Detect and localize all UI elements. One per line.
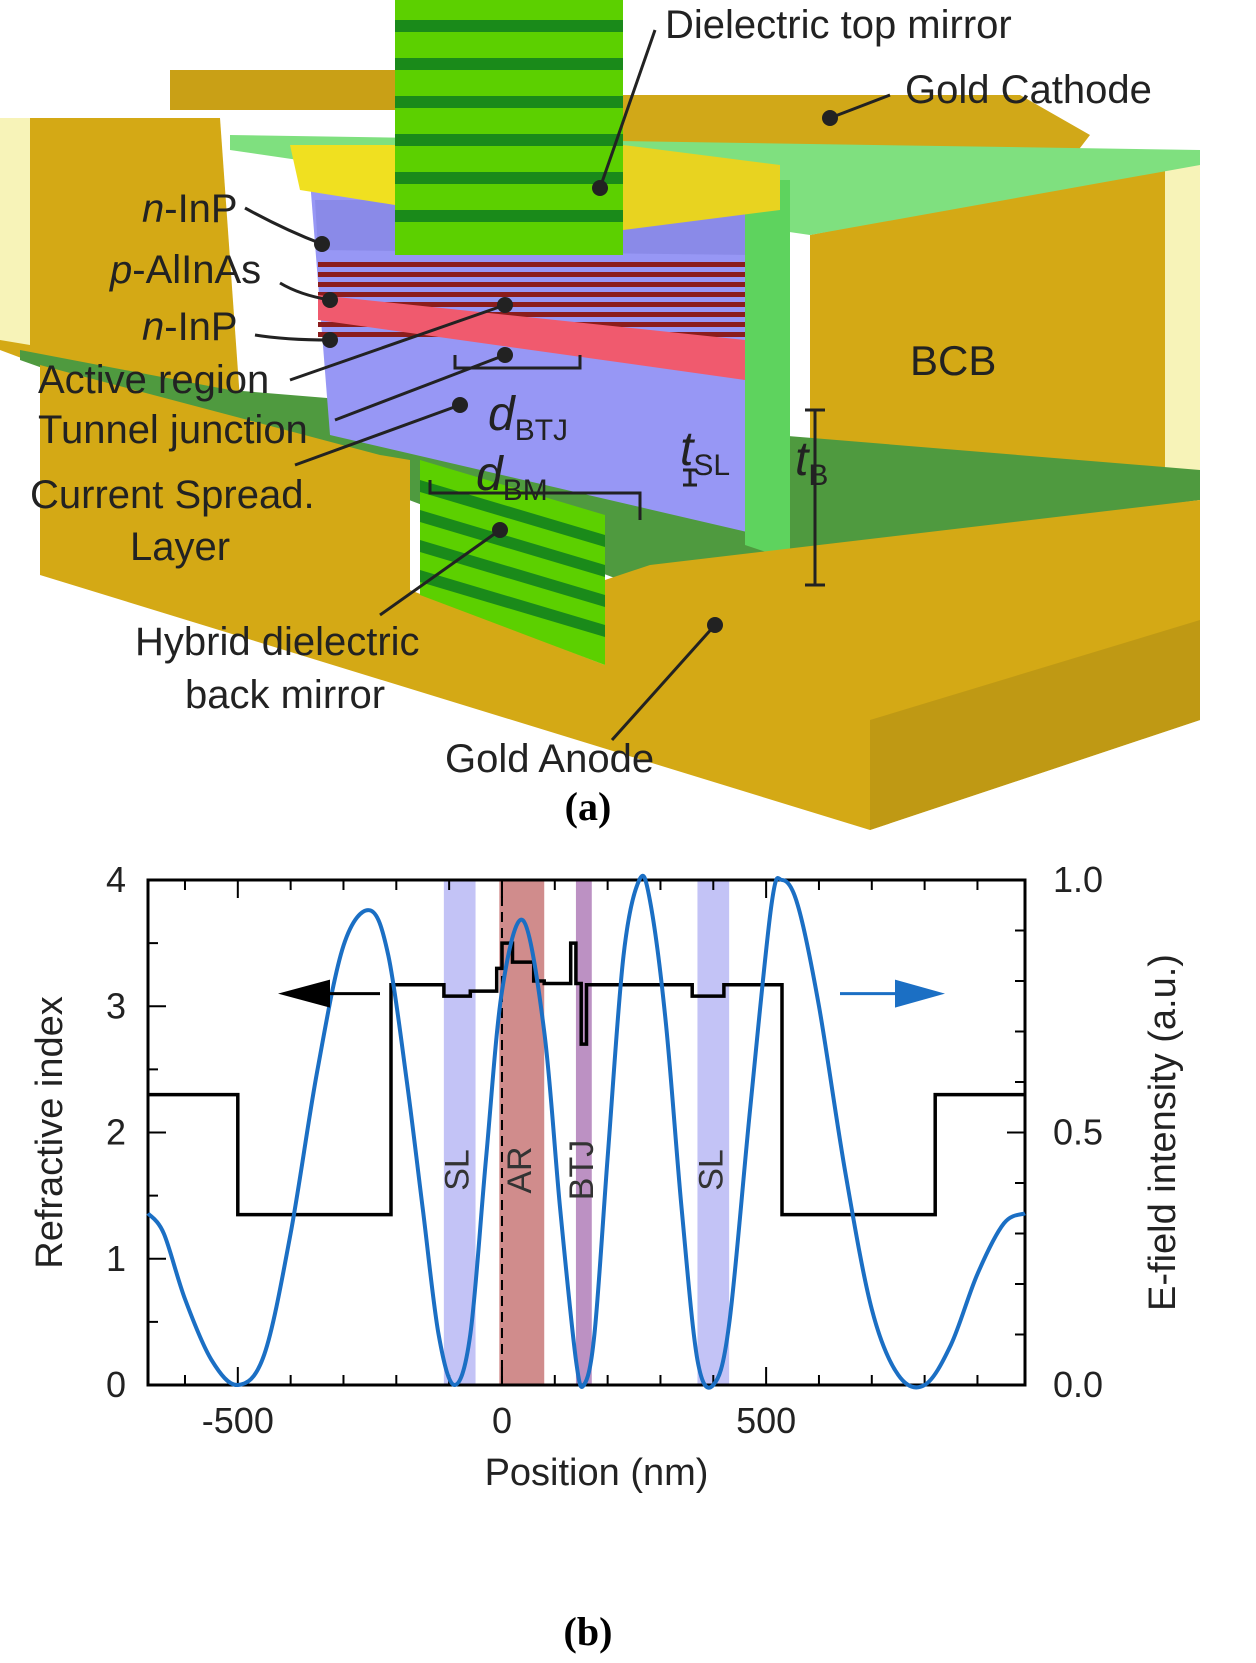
y-left-tick-label: 2	[106, 1112, 126, 1153]
region-label-1: AR	[501, 1146, 539, 1193]
gold-left-side	[0, 118, 240, 400]
x-axis-label: Position (nm)	[485, 1452, 709, 1494]
refractive-index-line	[148, 941, 1025, 1217]
y-left-tick-label: 3	[106, 985, 126, 1026]
label-n-inp-bottom: n-InP	[142, 305, 238, 349]
left-axis-arrow-head	[278, 979, 330, 1008]
label-top-mirror: Dielectric top mirror	[665, 3, 1012, 47]
label-t-b: tB	[795, 433, 828, 492]
leader-dots	[314, 110, 838, 633]
label-n-inp-top: n-InP	[142, 187, 238, 231]
region-label-3: SL	[692, 1149, 730, 1191]
y-right-tick-label: 0.5	[1053, 1112, 1103, 1153]
label-t-sl: tSL	[680, 423, 730, 482]
y-right-tick-label: 1.0	[1053, 859, 1103, 900]
y-left-axis-label: Refractive index	[29, 996, 71, 1268]
right-axis-arrow-head	[895, 979, 945, 1008]
cathode-ring-right	[623, 145, 780, 230]
region-label-2: BTJ	[563, 1140, 601, 1200]
p-alinas-layer	[318, 295, 745, 380]
region-label-0: SL	[439, 1149, 477, 1191]
top-mirror	[395, 0, 623, 255]
caption-b: (b)	[564, 1609, 613, 1654]
region-1	[499, 880, 545, 1385]
label-current-spread-layer: Layer	[130, 525, 230, 569]
y-right-tick-label: 0.0	[1053, 1364, 1103, 1405]
bcb-right-edge	[1165, 165, 1200, 470]
y-left-tick-label: 1	[106, 1238, 126, 1279]
x-tick-label: 500	[736, 1400, 796, 1441]
gold-back-block	[170, 70, 420, 110]
caption-a: (a)	[565, 784, 612, 829]
mesa-side-green	[745, 180, 790, 560]
label-tunnel-junction: Tunnel junction	[38, 408, 308, 452]
label-p-alinas: p-AlInAs	[109, 248, 261, 292]
label-back-mirror-1: Hybrid dielectric	[135, 620, 420, 664]
bcb-left-face	[0, 118, 30, 345]
label-active-region: Active region	[38, 358, 269, 402]
label-bcb: BCB	[910, 337, 996, 384]
region-0	[443, 880, 476, 1385]
y-right-axis-label: E-field intensity (a.u.)	[1142, 954, 1184, 1311]
efield-intensity-line	[146, 873, 1026, 1390]
region-2	[575, 880, 592, 1385]
label-cathode: Gold Cathode	[905, 68, 1152, 112]
label-d-bm: dBM	[476, 448, 548, 507]
region-3	[697, 880, 730, 1385]
label-d-btj: dBTJ	[488, 388, 568, 447]
gold-anode-right-face	[870, 620, 1200, 830]
label-current-spread: Current Spread.	[30, 473, 315, 517]
device-schematic: Dielectric top mirror Gold Cathode n-InP…	[0, 0, 1200, 830]
dimension-marks	[428, 355, 825, 587]
back-mirror	[420, 460, 605, 665]
y-left-tick-label: 0	[106, 1364, 126, 1405]
label-anode: Gold Anode	[445, 737, 654, 781]
refractive-index-chart: SL AR BTJ SL -500 0 500 0 1 2 3 4 0.0 0.5 1.0Position …	[29, 859, 1184, 1654]
mesa-body	[310, 180, 760, 535]
x-tick-label: -500	[202, 1400, 274, 1441]
label-back-mirror-2: back mirror	[185, 673, 385, 717]
cathode-ring	[290, 145, 395, 205]
x-tick-label: 0	[492, 1400, 512, 1441]
y-left-tick-label: 4	[106, 859, 126, 900]
